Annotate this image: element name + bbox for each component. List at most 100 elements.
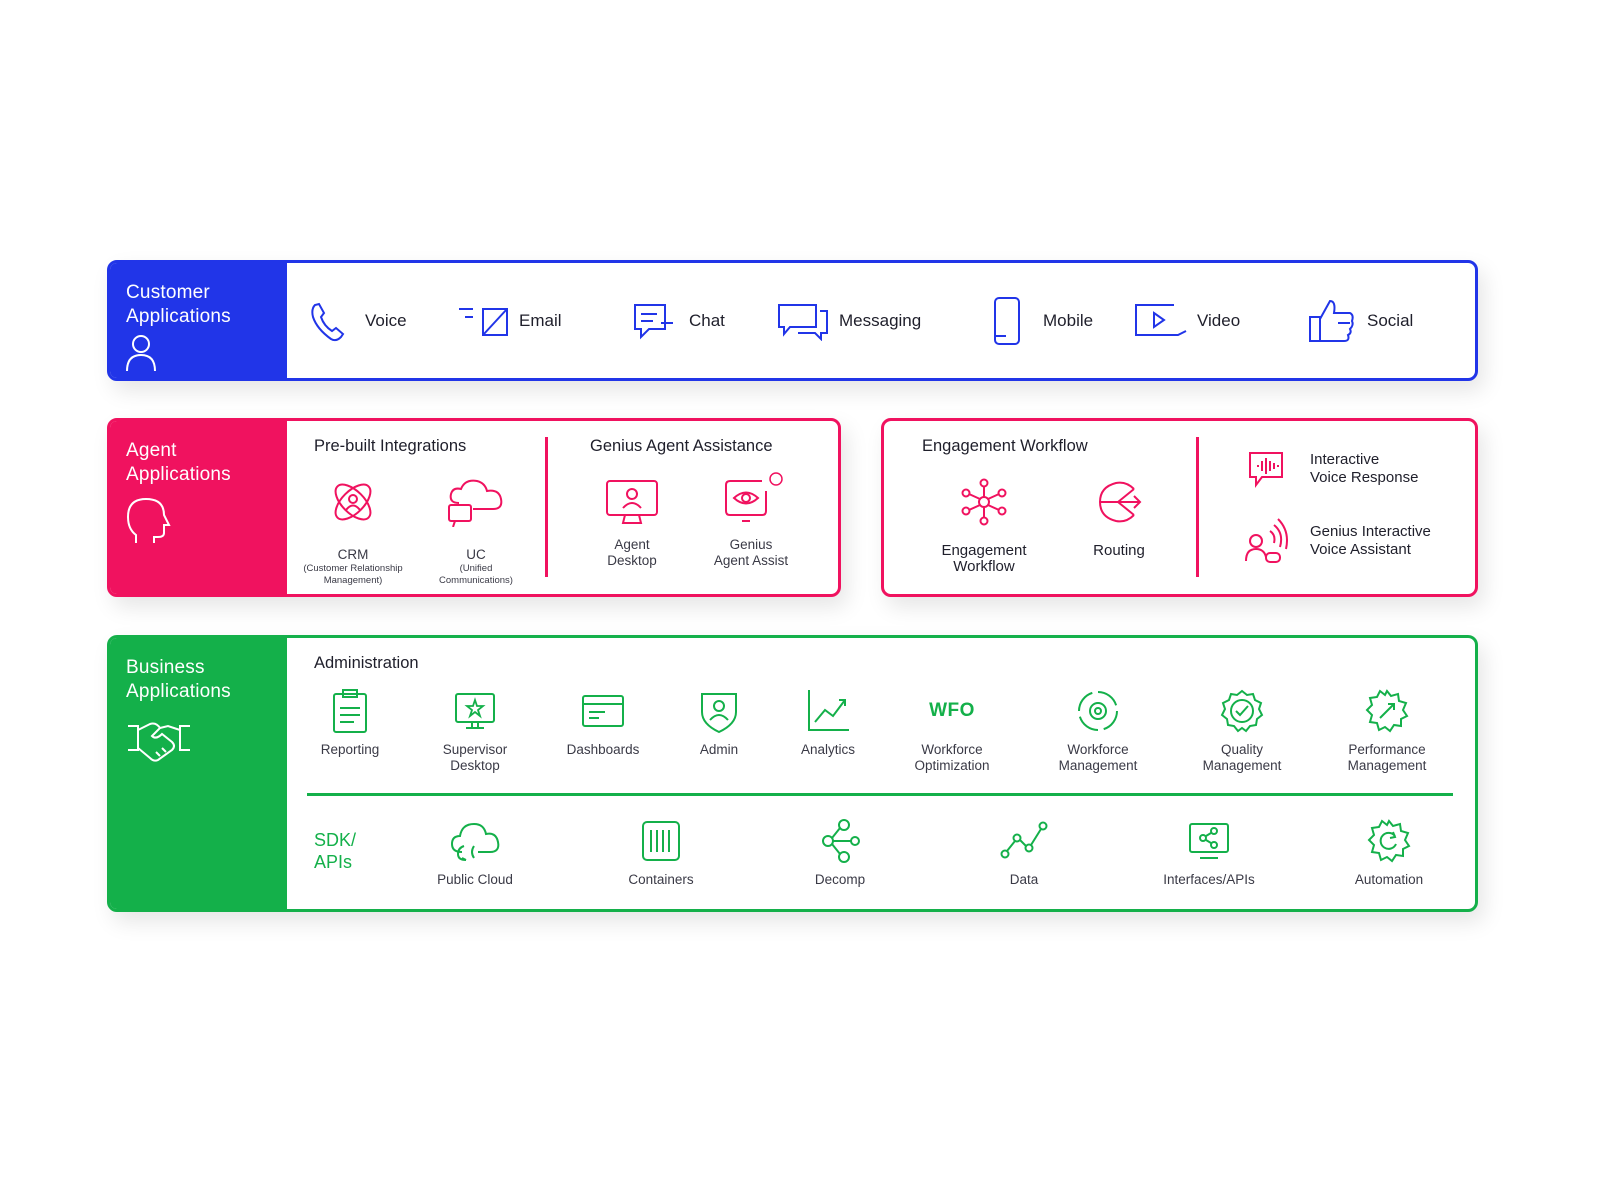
supervisor-line2: Desktop xyxy=(450,758,500,773)
sdk-data[interactable]: Data xyxy=(979,818,1069,888)
customer-applications-header: Customer Applications xyxy=(110,263,287,378)
public-cloud-label: Public Cloud xyxy=(437,872,513,887)
engagement-workflow-title: Engagement Workflow xyxy=(922,437,1088,455)
sdk-apis-label: SDK/ APIs xyxy=(314,829,356,873)
sdk-containers[interactable]: Containers xyxy=(613,818,709,888)
head-icon xyxy=(126,497,171,543)
engagement-workflow-panel: Engagement Workflow Engagement Workflow xyxy=(881,418,1478,597)
person-icon xyxy=(126,335,156,372)
agent-content: Pre-built Integrations CRM (Customer Rel… xyxy=(287,421,838,594)
eye-assist-icon xyxy=(725,472,783,522)
mobile-icon xyxy=(994,296,1020,345)
email-icon xyxy=(459,307,508,336)
voice-response-icon xyxy=(1249,452,1283,488)
crm-sub-label: (Customer Relationship Management) xyxy=(303,563,403,586)
routing-label: Routing xyxy=(1093,542,1145,559)
sdk-line1: SDK/ xyxy=(314,830,357,850)
wfo-line2: Optimization xyxy=(914,758,990,773)
sdk-automation[interactable]: Automation xyxy=(1339,818,1439,888)
agent-title-line1: Agent xyxy=(126,440,177,461)
channel-label: Voice xyxy=(365,310,407,330)
business-applications-header: Business Applications xyxy=(110,638,287,909)
interactive-voice-response[interactable]: Interactive Voice Response xyxy=(1244,449,1418,489)
genius-agent-assistance-title: Genius Agent Assistance xyxy=(590,437,773,455)
sdk-decomp[interactable]: Decomp xyxy=(795,818,885,888)
video-icon xyxy=(1135,303,1187,336)
crm-label: CRM xyxy=(337,547,369,562)
channel-mobile[interactable]: Mobile xyxy=(979,263,1133,378)
sdk-public-cloud[interactable]: Public Cloud xyxy=(425,818,525,888)
integration-uc[interactable]: UC (Unified Communications) xyxy=(417,477,535,587)
prebuilt-integrations-title: Pre-built Integrations xyxy=(314,437,467,455)
agent-desktop-icon xyxy=(606,480,658,524)
business-content: Administration Reporting Supervisor Desk… xyxy=(287,638,1475,909)
channel-messaging[interactable]: Messaging xyxy=(775,263,979,378)
admin-workforce-management[interactable]: Workforce Management xyxy=(1043,688,1153,774)
agent-applications-header: Agent Applications xyxy=(110,421,287,594)
sdk-line2: APIs xyxy=(314,852,353,872)
analytics-icon xyxy=(808,690,849,731)
admin-analytics[interactable]: Analytics xyxy=(783,688,873,758)
uc-sub-line1: (Unified xyxy=(459,563,493,574)
channel-label: Messaging xyxy=(839,310,922,330)
crm-icon xyxy=(334,483,372,521)
integration-crm[interactable]: CRM (Customer Relationship Management) xyxy=(287,477,419,587)
engagement-content: Engagement Workflow Engagement Workflow xyxy=(884,421,1475,594)
agent-applications-row: Agent Applications Pre-built Integration… xyxy=(107,418,841,597)
admin-quality-management[interactable]: Quality Management xyxy=(1187,688,1297,774)
customer-applications-row: Customer Applications Voice Email xyxy=(107,260,1478,381)
cloud-icon xyxy=(450,822,500,861)
admin-admin[interactable]: Admin xyxy=(679,688,759,758)
channel-label: Social xyxy=(1367,310,1414,330)
wfo-line1: Workforce xyxy=(921,742,983,757)
supervisor-desktop-icon xyxy=(455,693,495,729)
workforce-cycle-icon xyxy=(1078,691,1118,731)
uc-sub-line2: Communications) xyxy=(439,575,513,586)
qm-line2: Management xyxy=(1202,758,1282,773)
agent-desktop-line1: Agent xyxy=(614,537,650,552)
chat-icon xyxy=(634,303,673,339)
assist-genius-agent-assist[interactable]: Genius Agent Assist xyxy=(697,471,805,569)
qm-line1: Quality xyxy=(1220,742,1264,757)
customer-title-line1: Customer xyxy=(126,282,210,303)
decomp-icon xyxy=(822,819,860,863)
admin-workforce-optimization[interactable]: WFO Workforce Optimization xyxy=(897,688,1007,774)
business-title-line2: Applications xyxy=(126,681,231,702)
channel-label: Mobile xyxy=(1043,310,1094,330)
channel-video[interactable]: Video xyxy=(1133,263,1303,378)
genius-interactive-voice-assistant[interactable]: Genius Interactive Voice Assistant xyxy=(1244,517,1431,565)
quality-badge-icon xyxy=(1220,689,1264,733)
agent-divider xyxy=(545,437,548,577)
channel-voice[interactable]: Voice xyxy=(301,263,455,378)
ivr-line2: Voice Response xyxy=(1310,469,1419,486)
engagement-workflow-item[interactable]: Engagement Workflow xyxy=(924,477,1044,575)
automation-gear-icon xyxy=(1367,819,1411,863)
admin-dashboards[interactable]: Dashboards xyxy=(553,688,653,758)
admin-reporting[interactable]: Reporting xyxy=(305,688,395,758)
admin-supervisor-desktop[interactable]: Supervisor Desktop xyxy=(427,688,523,774)
giva-line2: Voice Assistant xyxy=(1310,541,1411,558)
dashboards-label: Dashboards xyxy=(566,742,640,757)
assist-agent-desktop[interactable]: Agent Desktop xyxy=(587,477,677,569)
agent-applications-title: Agent Applications xyxy=(126,439,287,487)
channel-list: Voice Email Chat Messaging xyxy=(287,263,1475,378)
channel-chat[interactable]: Chat xyxy=(625,263,775,378)
agent-desktop-line2: Desktop xyxy=(607,553,657,568)
business-divider xyxy=(307,793,1453,796)
sdk-interfaces-apis[interactable]: Interfaces/APIs xyxy=(1147,818,1271,888)
giva-line1: Genius Interactive xyxy=(1310,523,1431,540)
engagement-line1: Engagement xyxy=(941,542,1027,559)
thumbs-up-icon xyxy=(1309,299,1354,342)
customer-applications-title: Customer Applications xyxy=(126,281,287,329)
channel-email[interactable]: Email xyxy=(455,263,625,378)
channel-social[interactable]: Social xyxy=(1303,263,1463,378)
messaging-icon xyxy=(778,303,828,341)
ivr-line1: Interactive xyxy=(1310,451,1380,468)
customer-title-line2: Applications xyxy=(126,306,231,327)
automation-label: Automation xyxy=(1354,872,1424,887)
decomp-label: Decomp xyxy=(814,872,866,887)
routing-item[interactable]: Routing xyxy=(1074,477,1164,559)
admin-performance-management[interactable]: Performance Management xyxy=(1329,688,1445,774)
dashboard-icon xyxy=(582,695,624,727)
channel-label: Email xyxy=(519,310,562,330)
